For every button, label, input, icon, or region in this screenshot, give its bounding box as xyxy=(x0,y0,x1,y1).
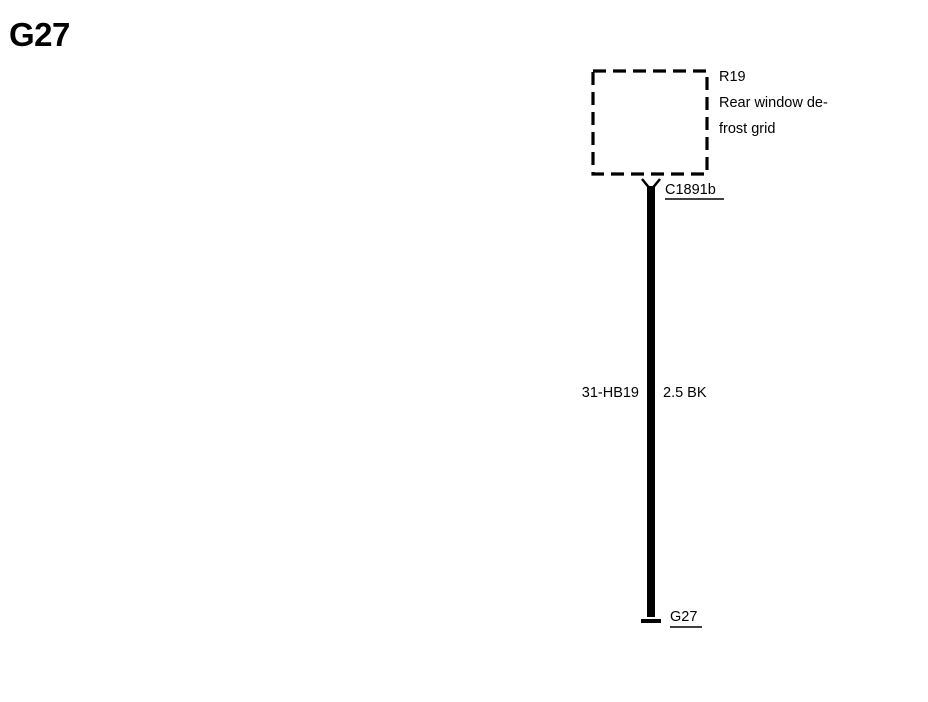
page-title: G27 xyxy=(9,16,70,53)
component-id-label: R19 xyxy=(719,69,746,85)
wire-circuit-label: 31-HB19 xyxy=(582,385,639,401)
component-description-line1: Rear window de- xyxy=(719,95,828,111)
connector-label: C1891b xyxy=(665,182,716,198)
component-description-line2: frost grid xyxy=(719,121,775,137)
component-box-r19[interactable] xyxy=(591,69,709,176)
ground-label: G27 xyxy=(670,609,697,625)
wire-spec-label: 2.5 BK xyxy=(663,385,707,401)
